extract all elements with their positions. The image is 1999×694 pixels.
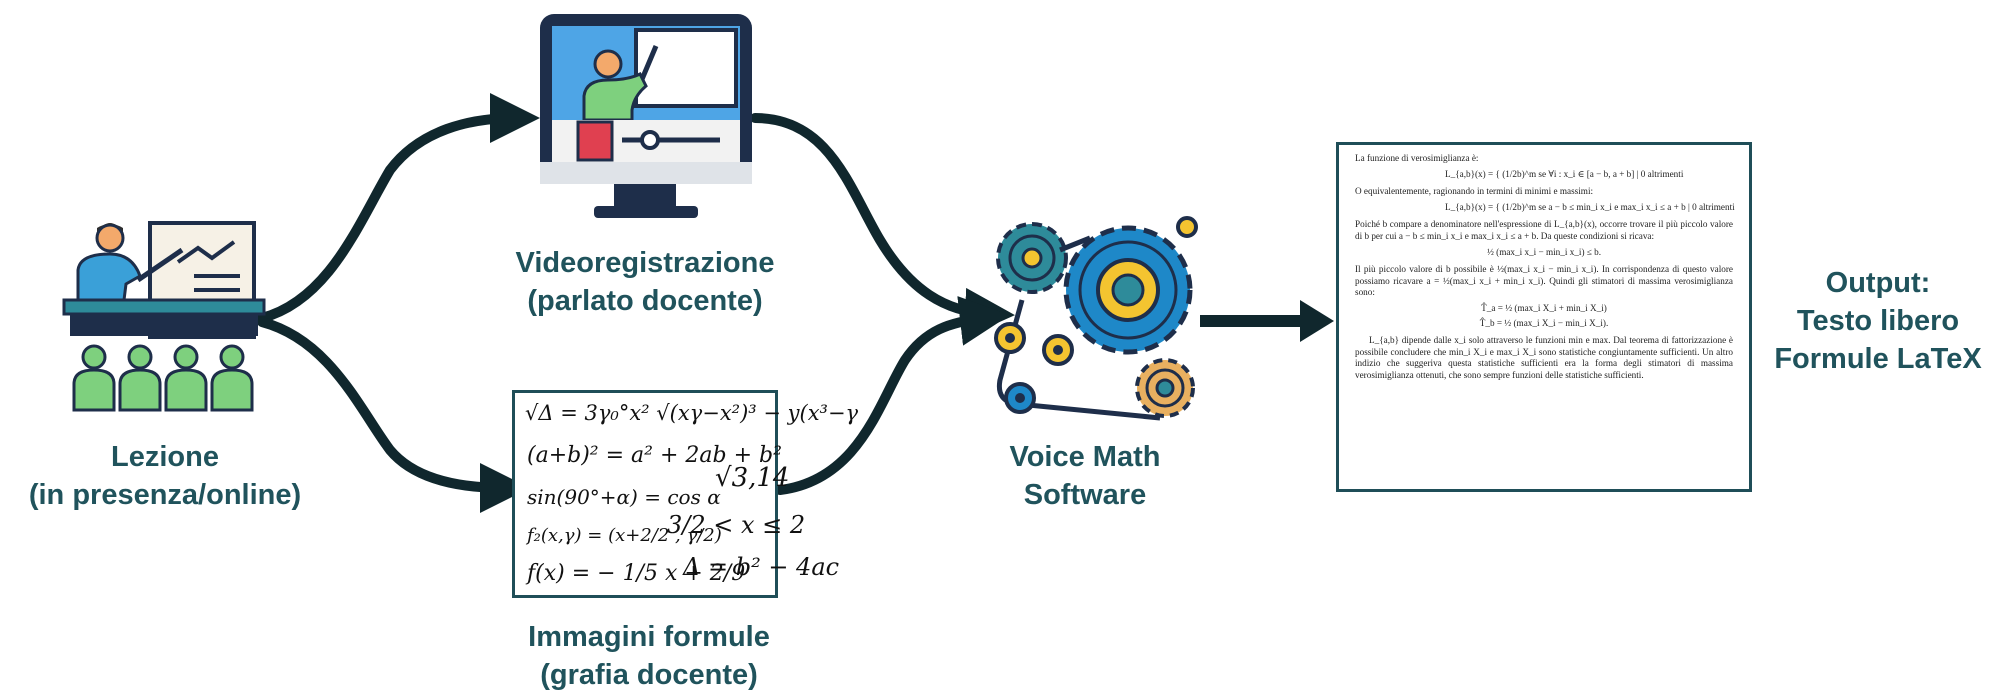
- software-label-line1: Voice Math: [1009, 441, 1161, 473]
- arrow-lesson-to-images: [257, 317, 530, 513]
- document-paragraph: O equivalentemente, ragionando in termin…: [1355, 186, 1594, 197]
- arrow-video-to-software: [750, 113, 1015, 338]
- monitor-icon: [540, 14, 752, 218]
- document-equation: L_{a,b}(x) = { (1/2b)^m se a − b ≤ min_i…: [1445, 201, 1735, 212]
- formula-line: √3,14: [715, 463, 790, 493]
- arrow-software-to-output: [1200, 300, 1334, 342]
- document-paragraph: La funzione di verosimiglianza è:: [1355, 153, 1479, 163]
- video-label: Videoregistrazione (parlato docente): [480, 244, 810, 320]
- images-label-line1: Immagini formule: [528, 621, 770, 653]
- document-equation: T̂_a = ½ (max_i X_i + min_i X_i): [1481, 302, 1607, 313]
- formula-image: √Δ = 3γ₀°x² √(xγ−x²)³ − y(x³−γ (a+b)² = …: [512, 390, 858, 598]
- gears-icon: [994, 216, 1198, 421]
- document-equation: T̂_b = ½ (max_i X_i − min_i X_i).: [1479, 317, 1609, 328]
- lesson-label-line2: (in presenza/online): [28, 479, 302, 511]
- lesson-label-line1: Lezione: [111, 441, 219, 473]
- software-label: Voice Math Software: [955, 438, 1215, 514]
- lesson-label: Lezione (in presenza/online): [0, 438, 330, 514]
- formula-line: Δ = b² − 4ac: [683, 553, 840, 581]
- output-label-line2: Testo libero: [1796, 305, 1960, 337]
- images-label: Immagini formule (grafia docente): [484, 618, 814, 694]
- output-label: Output: Testo libero Formule LaTeX: [1760, 264, 1996, 378]
- document-paragraph: Il più piccolo valore di b possibile è ½…: [1355, 264, 1733, 298]
- formula-line: (a+b)² = a² + 2ab + b²: [527, 443, 782, 468]
- video-label-line2: (parlato docente): [527, 285, 763, 317]
- software-label-line2: Software: [1023, 479, 1147, 511]
- output-label-line1: Output:: [1825, 267, 1931, 299]
- formula-line: √Δ = 3γ₀°x² √(xγ−x²)³ − y(x³−γ: [525, 401, 859, 425]
- document-paragraph: L_{a,b} dipende dalle x_i solo attravers…: [1355, 335, 1733, 380]
- document-equation: L_{a,b}(x) = { (1/2b)^m se ∀i : x_i ∈ [a…: [1445, 168, 1684, 179]
- arrow-images-to-software: [775, 296, 1010, 495]
- teacher-icon: [62, 221, 266, 412]
- connector-lines: [257, 93, 1015, 513]
- formula-line: sin(90°+α) = cos α: [527, 485, 721, 509]
- formula-line: f(x) = − 1/5 x + 2/9: [527, 561, 746, 586]
- output-label-line3: Formule LaTeX: [1774, 343, 1982, 375]
- formula-line: 3/2 < x ≤ 2: [667, 511, 806, 539]
- formula-line: f₂(x,γ) = (x+2/2 , γ/2): [527, 525, 722, 546]
- output-document: La funzione di verosimiglianza è: L_{a,b…: [1336, 142, 1752, 492]
- images-label-line2: (grafia docente): [540, 659, 758, 691]
- arrow-lesson-to-video: [257, 93, 540, 323]
- video-label-line1: Videoregistrazione: [515, 247, 775, 279]
- document-paragraph: Poiché b compare a denominatore nell'esp…: [1355, 219, 1733, 241]
- document-equation: ½ (max_i x_i − min_i x_i) ≤ b.: [1486, 246, 1602, 257]
